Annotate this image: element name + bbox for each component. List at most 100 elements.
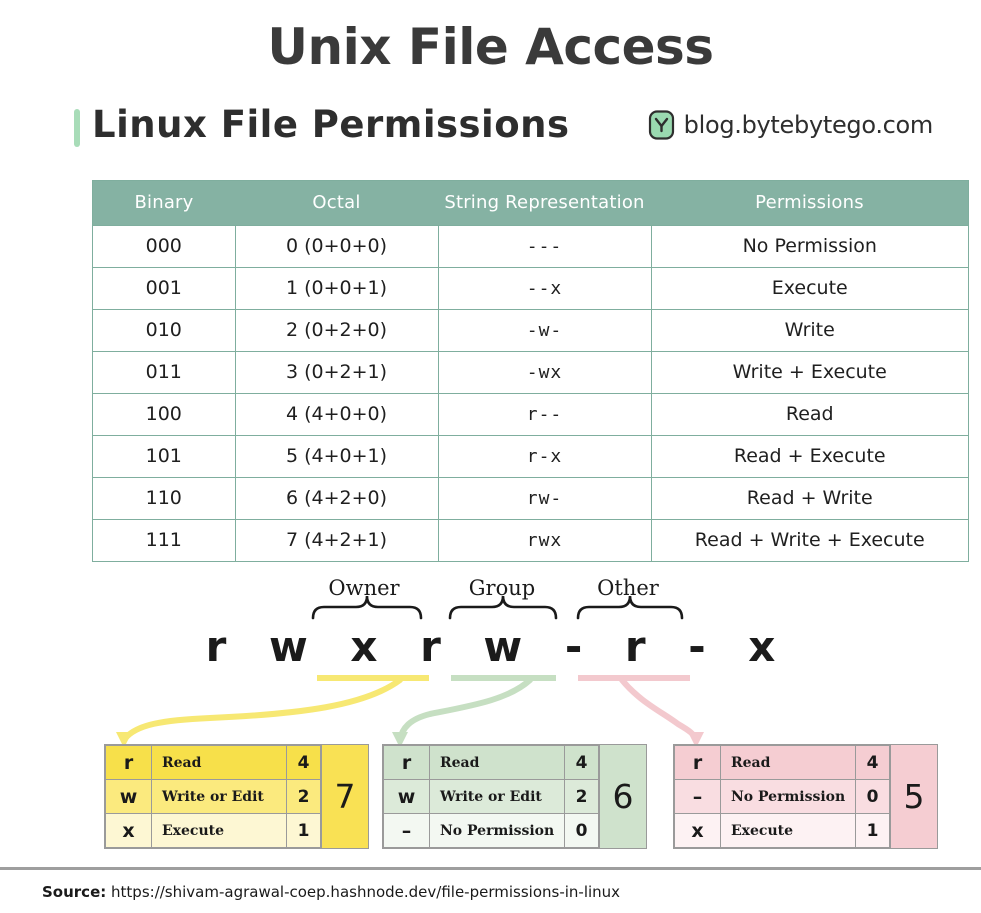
breakdown-box-group: r Read 4 w Write or Edit 2 – No Permissi… [382, 744, 647, 849]
accent-bar [74, 109, 80, 147]
symbol-cell: w [383, 779, 430, 814]
cell-permissions: Execute [650, 267, 969, 310]
breakdown-box-owner: r Read 4 w Write or Edit 2 x Execute 1 7 [104, 744, 369, 849]
permission-breakdown-boxes: r Read 4 w Write or Edit 2 x Execute 1 7… [0, 744, 981, 849]
column-header-permissions: Permissions [651, 180, 969, 226]
permissions-table: Binary Octal String Representation Permi… [92, 180, 969, 562]
cell-string: rw- [437, 477, 652, 520]
value-cell: 1 [286, 813, 321, 848]
table-row: 101 5 (4+0+1) r-x Read + Execute [92, 435, 969, 478]
cell-octal: 3 (0+2+1) [234, 351, 439, 394]
breakdown-table-owner: r Read 4 w Write or Edit 2 x Execute 1 [105, 745, 321, 848]
breakdown-table-group: r Read 4 w Write or Edit 2 – No Permissi… [383, 745, 599, 848]
value-cell: 4 [286, 745, 321, 780]
bytebytego-logo-icon [648, 110, 675, 140]
description-cell: Execute [720, 813, 856, 848]
description-cell: Read [720, 745, 856, 780]
column-header-octal: Octal [235, 180, 438, 226]
table-row: 111 7 (4+2+1) rwx Read + Write + Execute [92, 519, 969, 562]
cell-binary: 100 [92, 393, 236, 436]
description-cell: Write or Edit [429, 779, 565, 814]
cell-binary: 111 [92, 519, 236, 562]
cell-binary: 000 [92, 225, 236, 268]
symbol-cell: r [383, 745, 430, 780]
description-cell: Read [429, 745, 565, 780]
page-title: Unix File Access [267, 18, 714, 76]
symbol-cell: w [105, 779, 152, 814]
brand-label: blog.bytebytego.com [683, 111, 934, 139]
table-row: 100 4 (4+0+0) r-- Read [92, 393, 969, 436]
cell-permissions: Read + Write [650, 477, 969, 520]
cell-permissions: Read + Write + Execute [650, 519, 969, 562]
column-header-binary: Binary [92, 180, 235, 226]
permission-string: r w x r w - r - x [205, 622, 790, 671]
cell-binary: 010 [92, 309, 236, 352]
footer: Source: https://shivam-agrawal-coep.hash… [0, 867, 981, 913]
column-header-string: String Representation [438, 180, 651, 226]
table-row: 011 3 (0+2+1) -wx Write + Execute [92, 351, 969, 394]
cell-octal: 7 (4+2+1) [234, 519, 439, 562]
description-cell: No Permission [429, 813, 565, 848]
breakdown-row: r Read 4 [674, 745, 890, 780]
table-header-row: Binary Octal String Representation Permi… [92, 180, 969, 226]
cell-binary: 001 [92, 267, 236, 310]
cell-string: --x [437, 267, 652, 310]
symbol-cell: r [674, 745, 721, 780]
value-cell: 2 [564, 779, 599, 814]
value-cell: 0 [564, 813, 599, 848]
cell-octal: 0 (0+0+0) [234, 225, 439, 268]
cell-string: -w- [437, 309, 652, 352]
cell-permissions: Read [650, 393, 969, 436]
symbol-cell: x [105, 813, 152, 848]
table-row: 001 1 (0+0+1) --x Execute [92, 267, 969, 310]
group-label-other: Other [597, 576, 659, 600]
cell-octal: 1 (0+0+1) [234, 267, 439, 310]
total-other: 5 [890, 745, 937, 848]
cell-permissions: Read + Execute [650, 435, 969, 478]
breakdown-row: – No Permission 0 [674, 779, 890, 814]
cell-binary: 101 [92, 435, 236, 478]
cell-binary: 110 [92, 477, 236, 520]
symbol-cell: – [383, 813, 430, 848]
group-label-owner: Owner [328, 576, 400, 600]
cell-binary: 011 [92, 351, 236, 394]
breakdown-row: x Execute 1 [674, 813, 890, 848]
cell-octal: 4 (4+0+0) [234, 393, 439, 436]
value-cell: 4 [855, 745, 890, 780]
table-row: 110 6 (4+2+0) rw- Read + Write [92, 477, 969, 520]
group-label-group: Group [468, 576, 536, 600]
breakdown-box-other: r Read 4 – No Permission 0 x Execute 1 5 [673, 744, 938, 849]
section-title: Linux File Permissions [92, 103, 570, 146]
cell-octal: 6 (4+2+0) [234, 477, 439, 520]
permission-string-diagram: Owner Group Other r w x r w - r - x [0, 566, 981, 696]
source-line: Source: https://shivam-agrawal-coep.hash… [42, 883, 620, 901]
cell-permissions: Write + Execute [650, 351, 969, 394]
description-cell: Write or Edit [151, 779, 287, 814]
cell-octal: 5 (4+0+1) [234, 435, 439, 478]
brand: blog.bytebytego.com [648, 110, 933, 140]
cell-permissions: Write [650, 309, 969, 352]
breakdown-row: – No Permission 0 [383, 813, 599, 848]
value-cell: 0 [855, 779, 890, 814]
breakdown-row: w Write or Edit 2 [383, 779, 599, 814]
table-row: 000 0 (0+0+0) --- No Permission [92, 225, 969, 268]
cell-string: --- [437, 225, 652, 268]
breakdown-row: r Read 4 [105, 745, 321, 780]
description-cell: Execute [151, 813, 287, 848]
value-cell: 2 [286, 779, 321, 814]
description-cell: Read [151, 745, 287, 780]
source-url: https://shivam-agrawal-coep.hashnode.dev… [111, 883, 621, 901]
total-owner: 7 [321, 745, 368, 848]
value-cell: 1 [855, 813, 890, 848]
symbol-cell: r [105, 745, 152, 780]
subtitle-row: Linux File Permissions blog.bytebytego.c… [0, 103, 981, 152]
symbol-cell: – [674, 779, 721, 814]
value-cell: 4 [564, 745, 599, 780]
cell-string: r-- [437, 393, 652, 436]
description-cell: No Permission [720, 779, 856, 814]
cell-string: rwx [437, 519, 652, 562]
source-label: Source: [42, 883, 107, 901]
breakdown-row: x Execute 1 [105, 813, 321, 848]
table-row: 010 2 (0+2+0) -w- Write [92, 309, 969, 352]
symbol-cell: x [674, 813, 721, 848]
